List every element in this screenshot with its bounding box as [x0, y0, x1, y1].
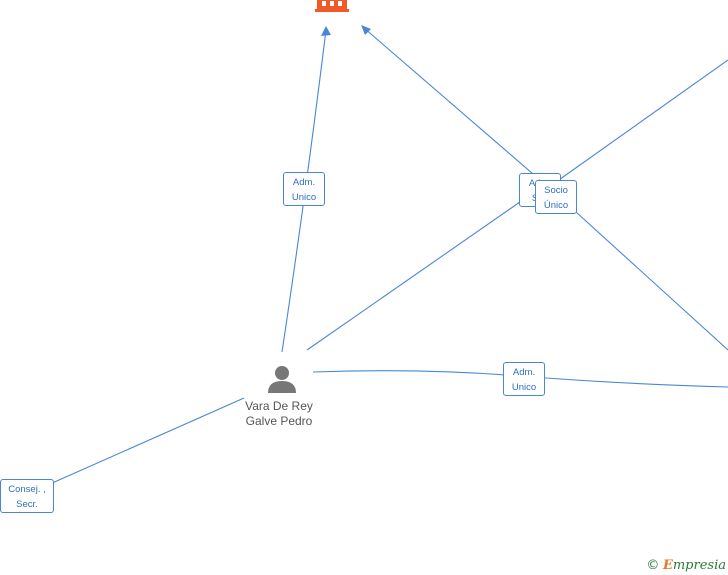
edge-center-to-right-bottom	[575, 211, 728, 351]
person-icon[interactable]	[268, 366, 296, 393]
person-name-line2: Galve Pedro	[245, 414, 313, 428]
label-line: Adm.	[292, 177, 316, 188]
edge-label-adm-unico-top[interactable]: Adm. Unico	[283, 172, 325, 206]
edge-center-to-right-top	[555, 59, 728, 183]
brand-initial: E	[662, 558, 673, 573]
person-name[interactable]: Vara De Rey Galve Pedro	[219, 399, 339, 429]
brand-name: mpresia	[672, 558, 726, 573]
edge-arrowhead	[321, 26, 331, 36]
label-line: Socio	[544, 185, 568, 196]
edge-label-socio-unico[interactable]: Socio Único	[535, 180, 577, 214]
edge-adm-soc-to-company	[363, 27, 541, 181]
label-line: Unico	[291, 192, 317, 203]
label-line: Unico	[511, 382, 537, 393]
edge-arrowhead	[361, 25, 371, 35]
empresia-credit[interactable]: © Empresia	[646, 557, 726, 573]
copyright-icon: ©	[646, 558, 660, 573]
edge-person-to-bottom-left	[49, 397, 245, 485]
label-line: Secr.	[16, 499, 38, 510]
building-icon[interactable]	[315, 0, 349, 12]
edge-person-to-center-node	[306, 194, 531, 351]
person-name-line1: Vara De Rey	[245, 399, 313, 413]
label-line: Adm.	[512, 367, 536, 378]
edge-label-adm-unico-right[interactable]: Adm. Unico	[503, 362, 545, 396]
label-line: Único	[543, 200, 569, 211]
label-line: Consej. ,	[8, 484, 46, 495]
edge-label-consej-secr[interactable]: Consej. , Secr.	[0, 479, 54, 513]
